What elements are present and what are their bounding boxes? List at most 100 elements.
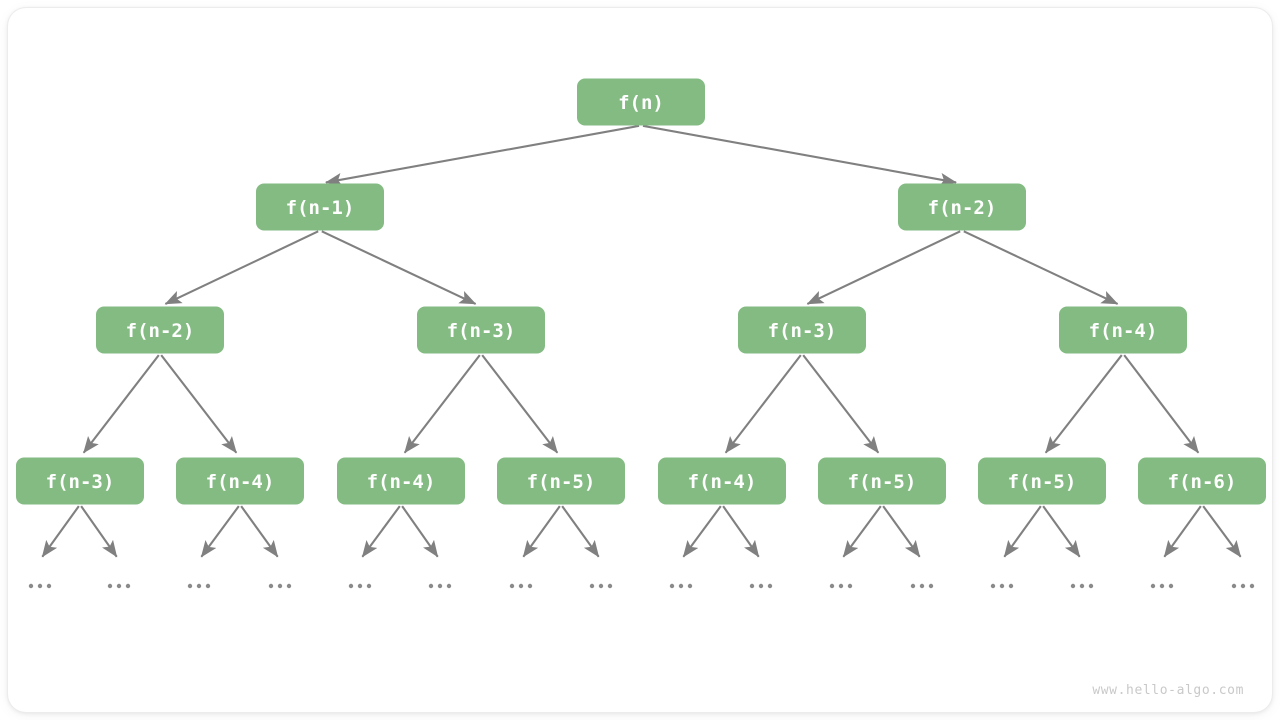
tree-node-label: f(n-3): [768, 320, 837, 342]
tree-edge-leaf: [1163, 505, 1202, 558]
tree-edge: [160, 354, 238, 454]
ellipsis-marker: [749, 583, 773, 589]
tree-node-box: [818, 457, 946, 505]
ellipsis-dot: [758, 583, 764, 589]
tree-node[interactable]: f(n-5): [818, 457, 946, 505]
tree-edge: [321, 230, 477, 305]
ellipsis-marker: [910, 583, 934, 589]
ellipsis-dot: [1008, 583, 1014, 589]
ellipsis-dot: [428, 583, 434, 589]
edges-layer: [82, 124, 1200, 454]
ellipsis-dot: [928, 583, 934, 589]
tree-node[interactable]: f(n-3): [738, 306, 866, 354]
ellipsis-dot: [990, 583, 996, 589]
tree-edge: [724, 354, 802, 454]
tree-edge-leaf: [522, 505, 561, 558]
tree-edge-leaf: [682, 505, 722, 558]
tree-edge: [1123, 354, 1200, 454]
ellipsis-dot: [1249, 583, 1255, 589]
tree-edge-leaf: [80, 505, 118, 558]
tree-node[interactable]: f(n): [577, 78, 705, 126]
tree-edge: [963, 230, 1119, 305]
tree-node-label: f(n-3): [46, 471, 115, 493]
ellipsis-marker: [1231, 583, 1255, 589]
ellipsis-dot: [607, 583, 613, 589]
tree-node[interactable]: f(n-4): [1059, 306, 1187, 354]
ellipsis-dot: [598, 583, 604, 589]
ellipsis-dot: [366, 583, 372, 589]
tree-node-box: [898, 183, 1026, 231]
ellipsis-dot: [1159, 583, 1165, 589]
tree-edge-leaf: [561, 505, 600, 558]
tree-node-box: [497, 457, 625, 505]
tree-node-label: f(n): [618, 92, 664, 114]
ellipsis-dot: [286, 583, 292, 589]
ellipsis-dot: [678, 583, 684, 589]
tree-node[interactable]: f(n-3): [16, 457, 144, 505]
tree-node-box: [1138, 457, 1266, 505]
ellipsis-dot: [46, 583, 52, 589]
tree-node-box: [16, 457, 144, 505]
tree-node[interactable]: f(n-5): [497, 457, 625, 505]
ellipsis-dot: [1168, 583, 1174, 589]
tree-edge-leaf: [401, 505, 439, 558]
tree-node-box: [577, 78, 705, 126]
tree-edge-leaf: [842, 505, 882, 558]
nodes-layer: f(n) f(n-1) f(n-2) f(n-2) f(n-3) f(n-3) f(n-4)…: [16, 78, 1266, 505]
tree-node-label: f(n-3): [447, 320, 516, 342]
tree-node-box: [96, 306, 224, 354]
tree-node[interactable]: f(n-6): [1138, 457, 1266, 505]
tree-node[interactable]: f(n-2): [96, 306, 224, 354]
ellipsis-dot: [277, 583, 283, 589]
ellipsis-dot: [116, 583, 122, 589]
tree-edge: [1044, 354, 1123, 454]
ellipsis-marker: [509, 583, 533, 589]
tree-edge: [642, 124, 957, 187]
ellipsis-dot: [446, 583, 452, 589]
tree-node[interactable]: f(n-3): [417, 306, 545, 354]
ellipsis-marker: [990, 583, 1014, 589]
tree-edge: [403, 354, 481, 454]
tree-edge: [481, 354, 559, 454]
tree-node-label: f(n-2): [126, 320, 195, 342]
tree-node-label: f(n-6): [1168, 471, 1237, 493]
tree-node[interactable]: f(n-4): [176, 457, 304, 505]
tree-edge: [806, 230, 961, 305]
ellipsis-dot: [509, 583, 515, 589]
tree-edge: [82, 354, 160, 454]
ellipsis-dot: [1231, 583, 1237, 589]
ellipsis-marker: [669, 583, 693, 589]
ellipsis-marker: [428, 583, 452, 589]
tree-node-box: [176, 457, 304, 505]
ellipsis-marker: [107, 583, 131, 589]
tree-node-box: [417, 306, 545, 354]
ellipsis-dot: [919, 583, 925, 589]
ellipsis-dot: [518, 583, 524, 589]
tree-node[interactable]: f(n-1): [256, 183, 384, 231]
ellipsis-dot: [348, 583, 354, 589]
tree-edge-leaf: [240, 505, 279, 558]
ellipsis-dot: [187, 583, 193, 589]
ellipsis-marker: [1150, 583, 1174, 589]
ellipsis-dot: [37, 583, 43, 589]
tree-node[interactable]: f(n-4): [337, 457, 465, 505]
ellipsis-marker: [268, 583, 292, 589]
tree-node[interactable]: f(n-5): [978, 457, 1106, 505]
ellipsis-marker: [1070, 583, 1094, 589]
tree-edge-leaf: [361, 505, 401, 558]
tree-node-box: [978, 457, 1106, 505]
ellipsis-marker: [829, 583, 853, 589]
ellipsis-dot: [1240, 583, 1246, 589]
tree-node-label: f(n-4): [1089, 320, 1158, 342]
tree-node-label: f(n-5): [1008, 471, 1077, 493]
ellipsis-dot: [107, 583, 113, 589]
tree-node[interactable]: f(n-2): [898, 183, 1026, 231]
tree-node-label: f(n-5): [848, 471, 917, 493]
ellipsis-dot: [28, 583, 34, 589]
tree-node-box: [337, 457, 465, 505]
ellipsis-dot: [1150, 583, 1156, 589]
tree-edge: [164, 230, 319, 305]
tree-node[interactable]: f(n-4): [658, 457, 786, 505]
leaf-edges-layer: [41, 505, 1242, 558]
